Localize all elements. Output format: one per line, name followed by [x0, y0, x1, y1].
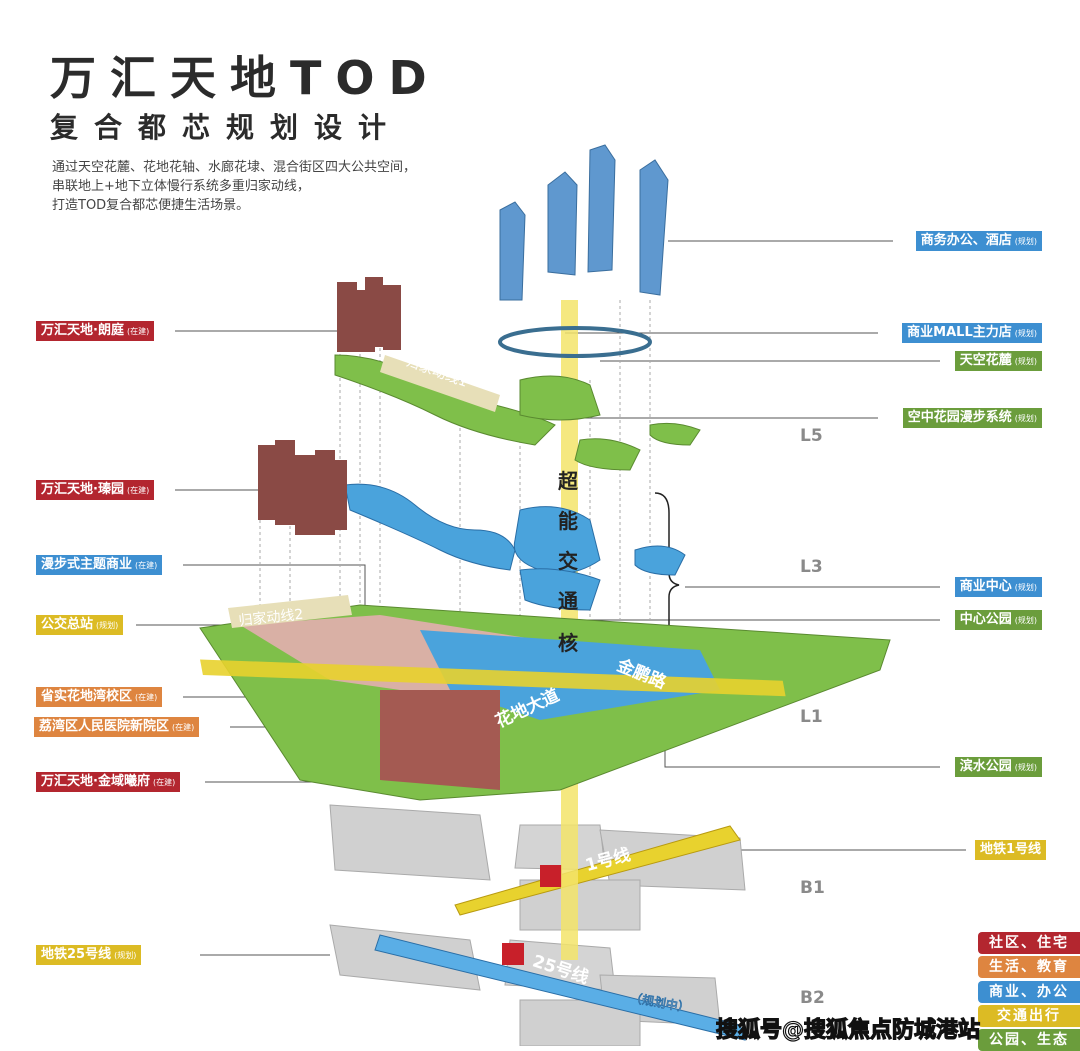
level-l1 — [199, 604, 891, 801]
watermark: 搜狐号@搜狐焦点防城港站 — [715, 1017, 981, 1043]
svg-text:能: 能 — [558, 509, 578, 533]
intro-text: 通过天空花麓、花地花轴、水廊花埭、混合街区四大公共空间， 串联地上+地下立体慢行… — [52, 158, 416, 215]
office-towers — [499, 144, 669, 301]
label-sky-garden: 天空花麓(规划) — [954, 351, 1042, 371]
page-subtitle: 复合都芯规划设计 — [50, 111, 403, 144]
page-title: 万汇天地TOD — [50, 51, 441, 105]
legend-park: 公园、生态 — [978, 1029, 1080, 1051]
svg-text:超: 超 — [557, 469, 579, 493]
label-metro25: 地铁25号线(规划) — [36, 945, 142, 965]
label-mall: 商业MALL主力店(规划) — [902, 323, 1042, 343]
residential-towers-zhenyuan — [258, 440, 347, 535]
svg-text:核: 核 — [558, 631, 578, 655]
intro-line: 串联地上+地下立体慢行系统多重归家动线， — [52, 179, 310, 194]
label-skywalk: 空中花园漫步系统(规划) — [902, 408, 1042, 428]
level-label-b2: B2 — [800, 988, 825, 1008]
level-label-l1: L1 — [800, 707, 823, 727]
metro-logo-icon — [502, 943, 524, 965]
legend-transport: 交通出行 — [978, 1005, 1080, 1027]
label-central-park: 中心公园(规划) — [954, 610, 1042, 630]
svg-text:通: 通 — [558, 589, 578, 613]
mall-ring — [498, 326, 652, 358]
label-theme-commerce: 漫步式主题商业(在建) — [36, 555, 163, 575]
label-langting: 万汇天地·朗庭(在建) — [36, 321, 155, 341]
level-b1 — [329, 804, 746, 931]
label-commercial-center: 商业中心(规划) — [954, 577, 1042, 597]
level-label-b1: B1 — [800, 878, 825, 898]
svg-text:交: 交 — [558, 549, 578, 573]
level-b2 — [329, 924, 746, 1046]
intro-line: 打造TOD复合都芯便捷生活场景。 — [52, 198, 250, 213]
route2-label: 归家动线2 — [238, 606, 304, 630]
label-metro1: 地铁1号线 — [974, 840, 1046, 860]
label-hospital: 荔湾区人民医院新院区(在建) — [34, 717, 200, 737]
label-office-hotel: 商务办公、酒店(规划) — [915, 231, 1042, 251]
level-l3 — [344, 483, 686, 611]
legend-education: 生活、教育 — [978, 956, 1080, 978]
residential-towers-langting — [337, 277, 401, 352]
label-bus-terminal: 公交总站(规划) — [36, 615, 124, 635]
level-label-l5: L5 — [800, 426, 823, 446]
level-label-l3: L3 — [800, 557, 823, 577]
legend-residential: 社区、住宅 — [978, 932, 1080, 954]
intro-line: 通过天空花麓、花地花轴、水廊花埭、混合街区四大公共空间， — [52, 160, 417, 175]
legend-commerce: 商业、办公 — [978, 981, 1080, 1003]
label-waterfront-park: 滨水公园(规划) — [954, 757, 1042, 777]
label-zhenyuan: 万汇天地·瑧园(在建) — [36, 480, 155, 500]
metro-logo-icon — [540, 865, 562, 887]
label-school: 省实花地湾校区(在建) — [36, 687, 163, 707]
core-text: 超 能 交 通 核 — [557, 469, 579, 655]
level-l5 — [334, 354, 701, 471]
label-jinyu: 万汇天地·金域曦府(在建) — [36, 772, 181, 792]
